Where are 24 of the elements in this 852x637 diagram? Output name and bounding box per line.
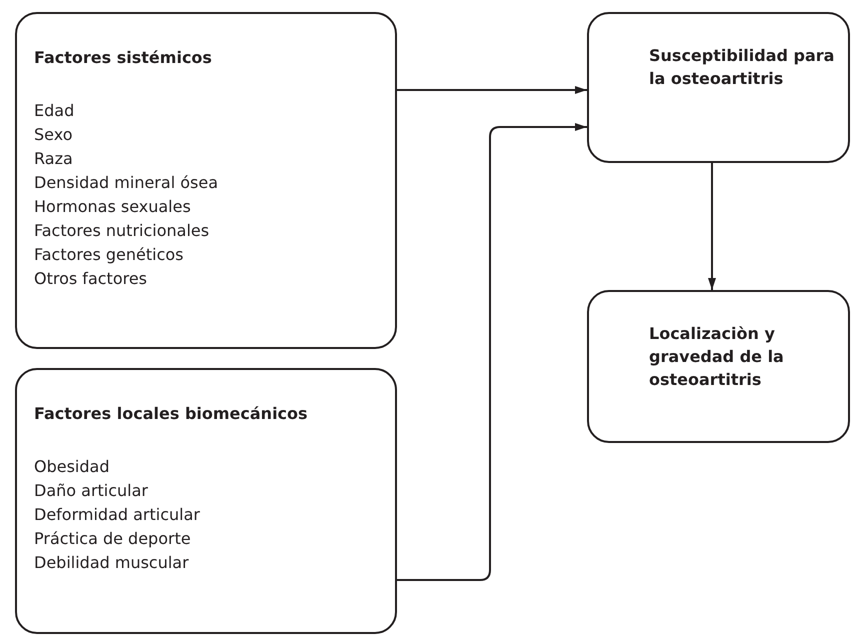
- arrow: [397, 86, 587, 94]
- list-item: Sexo: [34, 124, 72, 146]
- list-item: Práctica de deporte: [34, 528, 191, 550]
- factor-box: [15, 368, 397, 634]
- list-item: Otros factores: [34, 268, 148, 290]
- arrow: [397, 123, 587, 581]
- list-item: Raza: [34, 148, 73, 170]
- list-item: Edad: [34, 100, 74, 122]
- list-item: Obesidad: [34, 456, 110, 478]
- box-heading: Susceptibilidad para la osteoartitris: [649, 45, 836, 90]
- list-item: Deformidad articular: [34, 504, 200, 526]
- list-item: Debilidad muscular: [34, 552, 189, 574]
- list-item: Factores genéticos: [34, 244, 184, 266]
- box-heading: Factores sistémicos: [34, 47, 213, 69]
- box-heading: Localizaciòn y gravedad de la osteoartitris: [649, 323, 785, 391]
- factor-box: [15, 12, 397, 349]
- list-item: Factores nutricionales: [34, 220, 210, 242]
- arrow: [708, 163, 716, 290]
- outcome-box: [587, 12, 850, 163]
- outcome-box: [587, 290, 850, 443]
- list-item: Daño articular: [34, 480, 148, 502]
- list-item: Hormonas sexuales: [34, 196, 191, 218]
- box-heading: Factores locales biomecánicos: [34, 403, 309, 425]
- list-item: Densidad mineral ósea: [34, 172, 218, 194]
